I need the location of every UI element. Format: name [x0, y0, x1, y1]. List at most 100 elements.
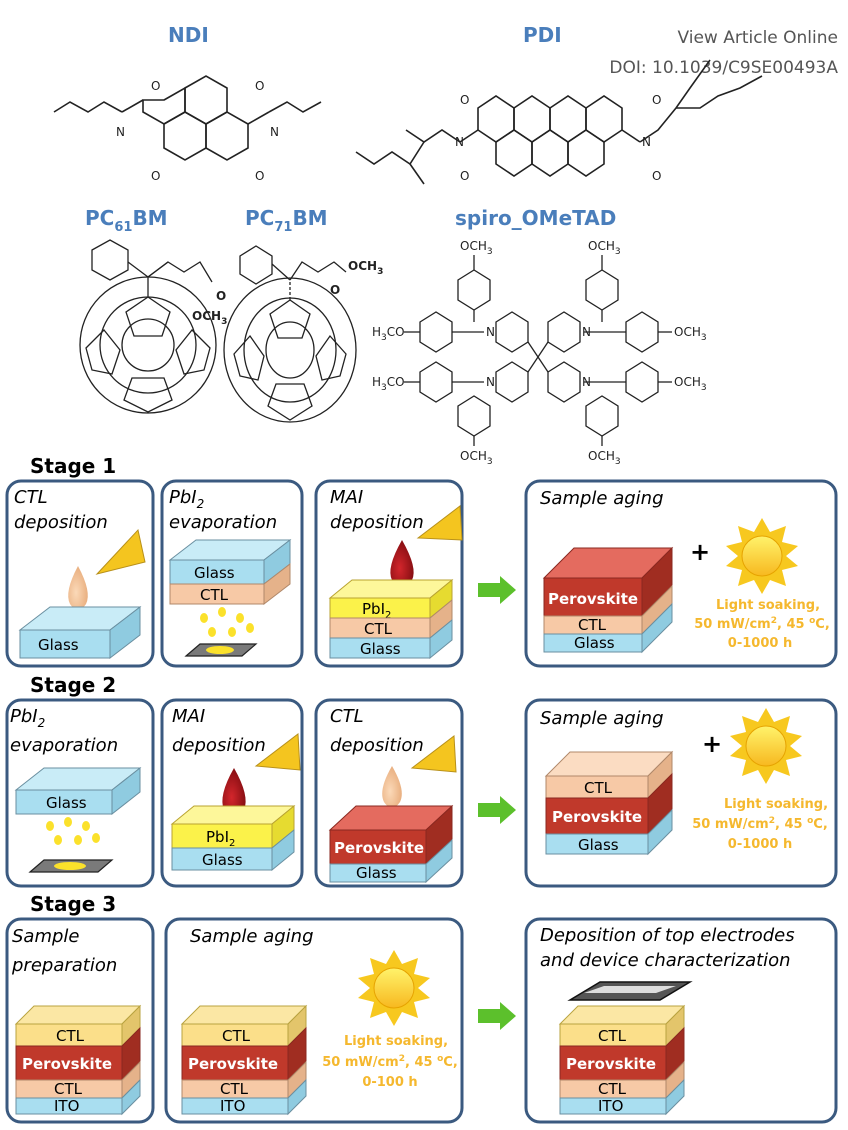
s3-aging-line1: Light soaking, — [344, 1034, 448, 1049]
s1-sun-icon — [726, 518, 798, 594]
ndi-n1: N — [116, 125, 125, 139]
s1-mai-line1: MAI — [330, 487, 363, 508]
s1-ctl-line1: CTL — [14, 487, 48, 508]
s1b2-glass-front — [169, 559, 265, 585]
s2b4-glass-side — [647, 808, 673, 856]
s3b1-ctl-bottom-label: CTL — [54, 1080, 83, 1098]
s3-top-electrodes-line1: Deposition of top electrodes — [540, 925, 795, 946]
pdi-label: PDI — [523, 23, 562, 47]
pdi-o2: O — [652, 93, 661, 107]
pc61bm-label: PC61BM — [85, 206, 168, 235]
pc61bm-o: O — [216, 289, 226, 303]
s2-aging-line3: 0-1000 h — [728, 837, 792, 852]
s1-aging-line3: 0-1000 h — [728, 636, 792, 651]
s3b2-ctl-top — [180, 1005, 308, 1025]
s3-aging-line2: 50 mW/cm2, 45 oC, — [322, 1054, 458, 1070]
view-article-link[interactable]: View Article Online — [677, 28, 838, 48]
doi-text: DOI: 10.1039/C9SE00493A — [609, 58, 838, 78]
s1-glass-front — [19, 629, 111, 659]
s2-ctl-line1: CTL — [330, 706, 364, 727]
s3-aging-line3: 0-100 h — [362, 1075, 417, 1090]
s3-sun-icon — [358, 950, 430, 1026]
spiro-n-br: N — [582, 375, 591, 389]
spiro-n-bl: N — [486, 375, 495, 389]
pc61bm-structure — [79, 239, 217, 414]
s2-mai-pipette-icon — [254, 733, 301, 771]
s2-pbi2-line1: PbI2 — [10, 706, 45, 730]
pc71bm-structure — [223, 245, 357, 423]
s3b2-ito-side — [287, 1078, 307, 1116]
s1b2-ctl-side — [263, 562, 291, 606]
s1b4-ctl-label: CTL — [578, 616, 607, 634]
s1-pbi2-line1: PbI2 — [169, 487, 204, 511]
pc61bm-och3: OCH3 — [192, 309, 227, 327]
s1-evaporation-line2: evaporation — [169, 512, 277, 533]
s2-aging-line1: Light soaking, — [724, 797, 828, 812]
s2b1-glass-side — [111, 766, 141, 816]
s2-arrow-icon — [478, 796, 516, 824]
s1b3-pbi2-label: PbI2 — [362, 600, 391, 621]
spiro-och3-top-left: OCH3 — [460, 239, 493, 257]
s2-aging-line2: 50 mW/cm2, 45 oC, — [692, 816, 828, 832]
spiro-och3-right-bottom: OCH3 — [674, 375, 707, 393]
spiro-h3co-top: H3CO — [372, 325, 405, 343]
s2-mai-deposition-line2: deposition — [172, 735, 266, 756]
s3b1-ito-label: ITO — [54, 1097, 79, 1115]
ndi-n2: N — [270, 125, 279, 139]
s1b3-glass-side — [429, 618, 453, 660]
s3b1-ctl-top-label: CTL — [56, 1027, 85, 1045]
s2-mai-line1: MAI — [172, 706, 205, 727]
s3b1-pero-label: Perovskite — [22, 1055, 112, 1073]
s3b3-ito-label: ITO — [598, 1097, 623, 1115]
pdi-n2: N — [642, 135, 651, 149]
s2-boat-source — [54, 862, 86, 870]
s3-sample-line1: Sample — [12, 926, 80, 947]
s3b3-ctl-top — [558, 1005, 686, 1025]
s2b4-ctl-label: CTL — [584, 779, 613, 797]
spiro-och3-right-top: OCH3 — [674, 325, 707, 343]
s2-ctl-drop-icon — [382, 766, 402, 808]
s1b2-ctl-label: CTL — [200, 586, 229, 604]
s3b1-ctl-top — [14, 1005, 142, 1025]
ndi-o3: O — [151, 169, 160, 183]
s2b1-glass-label: Glass — [46, 794, 87, 812]
s3b3-electrode-stripe — [584, 986, 676, 993]
s1b4-pero-label: Perovskite — [548, 590, 638, 608]
s3b3-pero-front — [559, 1045, 667, 1081]
s3b3-ctl-bottom-label: CTL — [598, 1080, 627, 1098]
spiro-och3-top-right: OCH3 — [588, 239, 621, 257]
s1-aging-line1: Light soaking, — [716, 598, 820, 613]
stage-2-label: Stage 2 — [30, 673, 116, 697]
pc71bm-o: O — [330, 283, 340, 297]
s2-evaporation-line2: evaporation — [10, 735, 118, 756]
s3-preparation-line2: preparation — [11, 955, 117, 976]
s1b3-glass-label: Glass — [360, 640, 401, 658]
s2b4-glass-label: Glass — [578, 836, 619, 854]
pdi-structure — [355, 59, 763, 185]
s2b3-glass-side — [425, 838, 453, 884]
s3-top-electrodes-line2: and device characterization — [540, 950, 791, 971]
s1b4-glass-side — [641, 602, 673, 654]
pdi-n1: N — [455, 135, 464, 149]
s2-sun-icon — [730, 708, 802, 784]
ndi-structure — [53, 75, 322, 161]
s1-aging-line2: 50 mW/cm2, 45 oC, — [694, 616, 830, 632]
s1-ctl-drop-icon — [68, 566, 88, 610]
spiro-n-tr: N — [582, 325, 591, 339]
s1b3-ctl-label: CTL — [364, 620, 393, 638]
spiro-och3-bottom-left: OCH3 — [460, 449, 493, 467]
s1-pipette-icon — [95, 528, 146, 575]
s2b2-pbi2-label: PbI2 — [206, 828, 235, 849]
s3b3-ctl-top-label: CTL — [598, 1027, 627, 1045]
stage-3-label: Stage 3 — [30, 892, 116, 916]
s1b4-glass-label: Glass — [574, 634, 615, 652]
s1-glass-side — [109, 605, 141, 660]
s1-mai-pipette-icon — [416, 505, 463, 541]
s2b4-pero-front — [545, 797, 649, 835]
s2b3-pero-label: Perovskite — [334, 839, 424, 857]
spiro-structure — [404, 255, 672, 446]
s2b3-glass-label: Glass — [356, 864, 397, 882]
s3-arrow-icon — [478, 1002, 516, 1030]
pdi-o3: O — [460, 169, 469, 183]
